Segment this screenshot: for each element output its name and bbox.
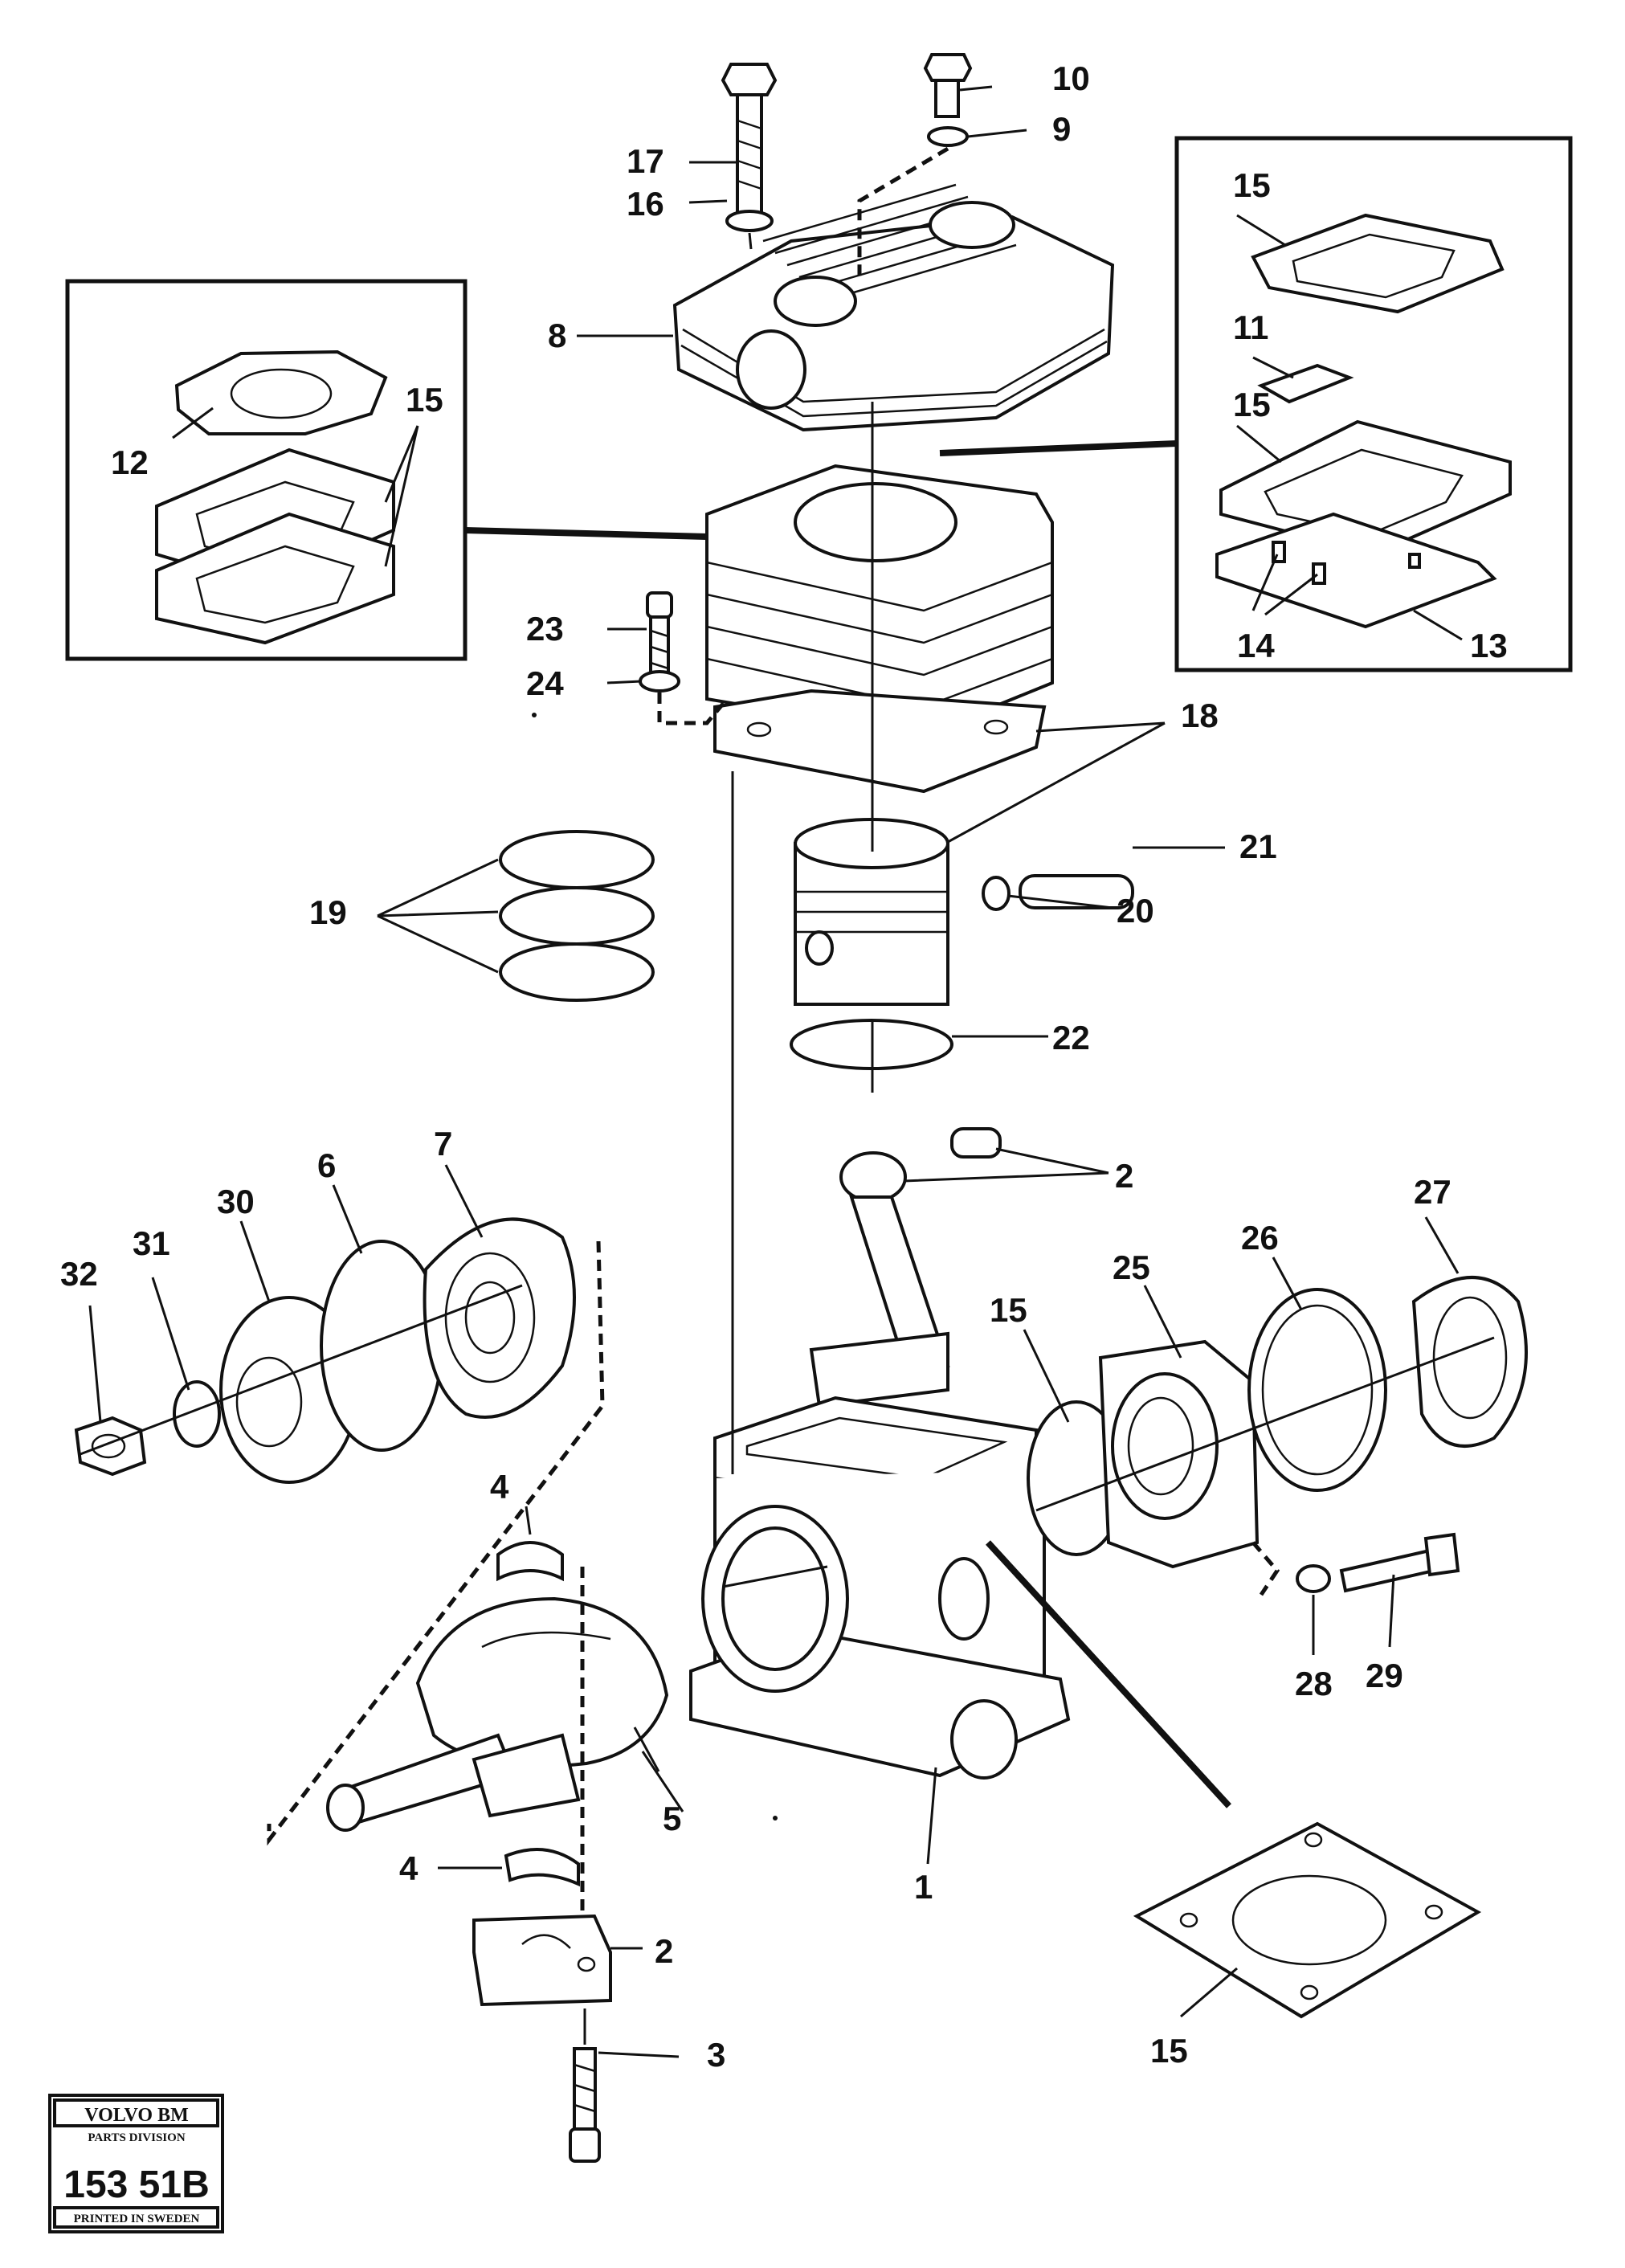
piston-rings	[377, 830, 655, 1002]
callout-22: 22	[1052, 1019, 1090, 1056]
callout-13: 13	[1470, 627, 1508, 664]
callout-20: 20	[1117, 892, 1154, 930]
callout-2-cap: 2	[655, 1932, 673, 1970]
callout-11: 11	[1233, 309, 1268, 346]
rod-cap-and-shells	[472, 1541, 612, 2163]
callout-8: 8	[548, 317, 566, 354]
connecting-rod	[809, 1020, 1002, 1408]
callout-9: 9	[1052, 110, 1071, 148]
head-bolts	[721, 53, 973, 277]
stamp-number: 153 51B	[63, 2164, 209, 2206]
left-gasket-inset	[65, 279, 708, 661]
callout-4-lower: 4	[399, 1849, 418, 1887]
callout-1: 1	[914, 1868, 933, 1906]
crankshaft	[326, 1565, 828, 1832]
callout-15-rear: 15	[990, 1291, 1027, 1329]
stamp-printed: PRINTED IN SWEDEN	[74, 2213, 200, 2225]
stamp-division: PARTS DIVISION	[88, 2131, 185, 2144]
callout-4-upper: 4	[490, 1468, 509, 1506]
stray-mark	[773, 1816, 778, 1821]
callout-14: 14	[1237, 627, 1275, 664]
callout-28: 28	[1295, 1665, 1333, 1702]
right-valve-plate-inset	[939, 136, 1573, 672]
callout-31: 31	[133, 1224, 170, 1262]
cylinder	[705, 464, 1054, 794]
callout-18: 18	[1181, 697, 1219, 734]
callout-25: 25	[1113, 1248, 1150, 1286]
callout-15-left-inset: 15	[406, 381, 443, 419]
callout-15-valve-mid: 15	[1233, 386, 1271, 423]
callout-5: 5	[663, 1800, 681, 1837]
cylinder-bolt	[639, 591, 729, 725]
callout-26: 26	[1241, 1219, 1279, 1257]
callout-2-rod: 2	[1115, 1157, 1133, 1195]
base-gasket	[986, 1540, 1482, 2019]
callout-16: 16	[627, 185, 664, 223]
cylinder-head	[672, 183, 1115, 432]
crankcase	[689, 1396, 1071, 1780]
callout-12: 12	[111, 443, 149, 481]
callout-17: 17	[627, 142, 664, 180]
rear-cover-parts	[1027, 1276, 1528, 1596]
callout-7: 7	[434, 1125, 452, 1163]
callout-19: 19	[309, 893, 347, 931]
callout-6: 6	[317, 1146, 336, 1184]
callout-23: 23	[526, 610, 564, 648]
stray-mark	[532, 713, 537, 717]
volvo-bm-stamp: VOLVO BM PARTS DIVISION 153 51B PRINTED …	[48, 2094, 224, 2233]
callout-27: 27	[1414, 1173, 1451, 1211]
callout-21: 21	[1239, 828, 1277, 865]
callout-3: 3	[707, 2036, 725, 2074]
callout-labels: 10 9 17 16 8 15 11 15 14 13 15 12 23 24 …	[60, 59, 1508, 2074]
callout-10: 10	[1052, 59, 1090, 97]
leader-lines	[88, 85, 1463, 2058]
callout-24: 24	[526, 664, 564, 702]
callout-15-base: 15	[1150, 2032, 1188, 2070]
front-bearing-parts	[74, 1217, 605, 1846]
callout-15-valve-top: 15	[1233, 166, 1271, 204]
callout-30: 30	[217, 1183, 255, 1220]
callout-29: 29	[1366, 1657, 1403, 1694]
stamp-brand: VOLVO BM	[84, 2105, 189, 2126]
callout-32: 32	[60, 1255, 98, 1293]
